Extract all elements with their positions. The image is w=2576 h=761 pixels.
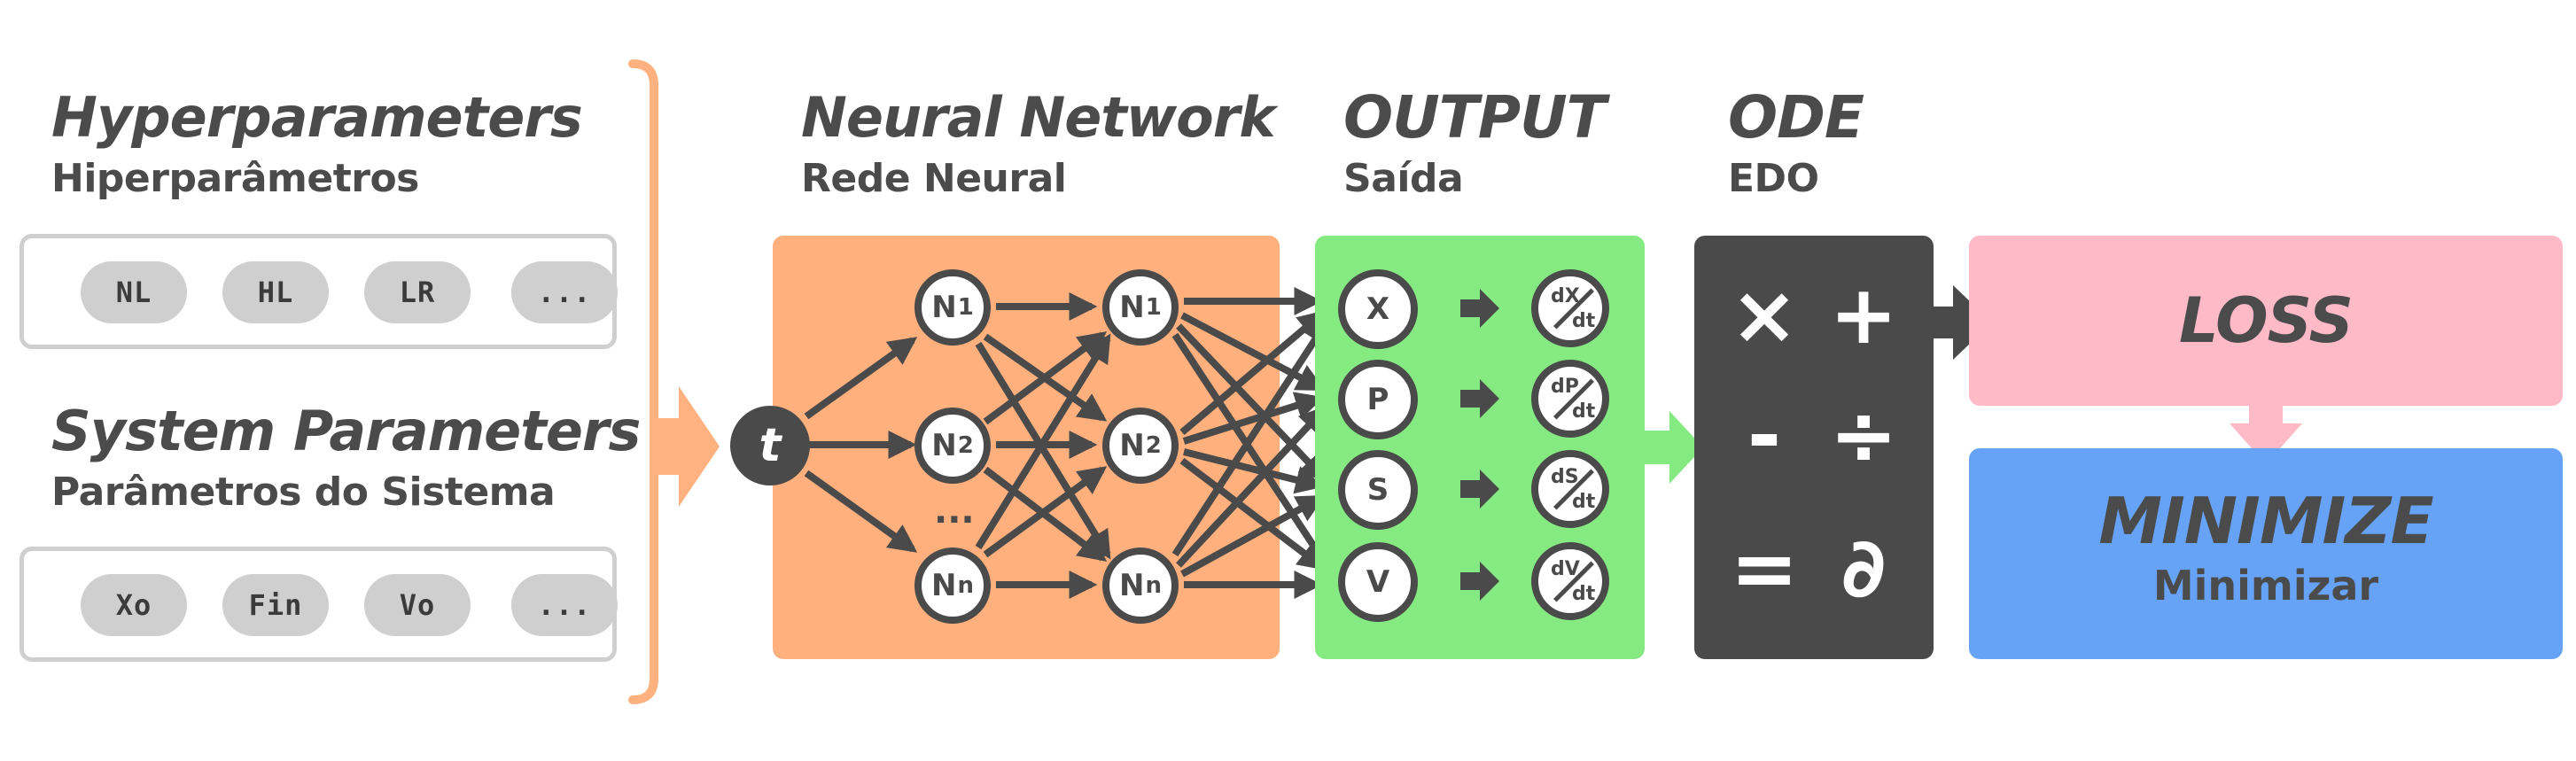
derivative-denominator: dt	[1572, 310, 1596, 332]
hyperparameters-title: Hyperparameters	[51, 85, 583, 150]
multiply-operator: ×	[1730, 268, 1799, 362]
minimize-title: MINIMIZE	[2098, 484, 2433, 558]
ode-panel	[1694, 236, 1934, 659]
loss-title: LOSS	[2179, 284, 2354, 357]
parameters-bracket	[628, 59, 720, 704]
neural-network-subtitle: Rede Neural	[801, 156, 1067, 201]
node-label: N	[1119, 290, 1145, 325]
node-subscript: 1	[957, 294, 974, 321]
system-parameters-title: System Parameters	[51, 399, 641, 463]
hyperparameter-chip-more: ...	[511, 261, 618, 323]
loss-panel: LOSS	[1969, 236, 2563, 406]
ode-subtitle: EDO	[1728, 156, 1819, 201]
divide-operator: ÷	[1829, 388, 1898, 483]
derivative-dx-dt: dX dt	[1531, 269, 1609, 347]
plus-operator: +	[1829, 268, 1898, 362]
node-subscript: 2	[1145, 432, 1162, 459]
output-to-ode-arrow	[1645, 411, 1703, 484]
output-subtitle: Saída	[1343, 156, 1464, 201]
minimize-panel: MINIMIZE Minimizar	[1969, 448, 2563, 659]
hyperparameters-subtitle: Hiperparâmetros	[51, 156, 419, 201]
node-label: N	[1119, 428, 1145, 463]
ode-to-loss-arrow	[1928, 285, 1992, 360]
hyperparameter-chip-hl: HL	[222, 261, 329, 323]
hidden-layer-ellipsis: ...	[934, 491, 975, 532]
system-parameters-subtitle: Parâmetros do Sistema	[51, 470, 556, 515]
input-node-t: t	[730, 406, 810, 485]
partial-derivative-operator: ∂	[1841, 521, 1887, 616]
neural-network-title: Neural Network	[801, 85, 1276, 150]
node-label: N	[1119, 568, 1145, 603]
hyperparameter-chip-nl: NL	[81, 261, 187, 323]
derivative-dp-dt: dP dt	[1531, 360, 1609, 438]
derivative-denominator: dt	[1572, 491, 1596, 513]
node-subscript: 1	[1145, 294, 1162, 321]
node-label: N	[931, 290, 957, 325]
minus-operator: -	[1747, 388, 1782, 483]
equals-operator: =	[1730, 521, 1799, 616]
derivative-denominator: dt	[1572, 583, 1596, 605]
output-node-s: S	[1338, 450, 1418, 530]
ode-title: ODE	[1728, 83, 1864, 151]
loss-to-minimize-arrow	[2230, 400, 2302, 464]
output-node-p: P	[1338, 360, 1418, 439]
node-subscript: 2	[957, 432, 974, 459]
system-parameter-chip-xo: Xo	[81, 574, 187, 636]
system-parameter-chip-more: ...	[511, 574, 618, 636]
node-label: N	[931, 428, 957, 463]
derivative-denominator: dt	[1572, 400, 1596, 423]
system-parameters-box: Xo Fin Vo ...	[19, 547, 618, 662]
output-node-x: X	[1338, 269, 1418, 349]
system-parameter-chip-vo: Vo	[364, 574, 471, 636]
derivative-dv-dt: dV dt	[1531, 542, 1609, 620]
hyperparameters-box: NL HL LR ...	[19, 234, 618, 349]
derivative-ds-dt: dS dt	[1531, 450, 1609, 528]
minimize-subtitle: Minimizar	[2152, 562, 2379, 610]
hyperparameter-chip-lr: LR	[364, 261, 471, 323]
output-node-v: V	[1338, 542, 1418, 622]
node-subscript: n	[1145, 572, 1162, 599]
node-subscript: n	[957, 572, 974, 599]
node-label: N	[931, 568, 957, 603]
output-title: OUTPUT	[1343, 83, 1607, 151]
system-parameter-chip-fin: Fin	[222, 574, 329, 636]
output-derivative-arrows	[1460, 289, 1499, 601]
